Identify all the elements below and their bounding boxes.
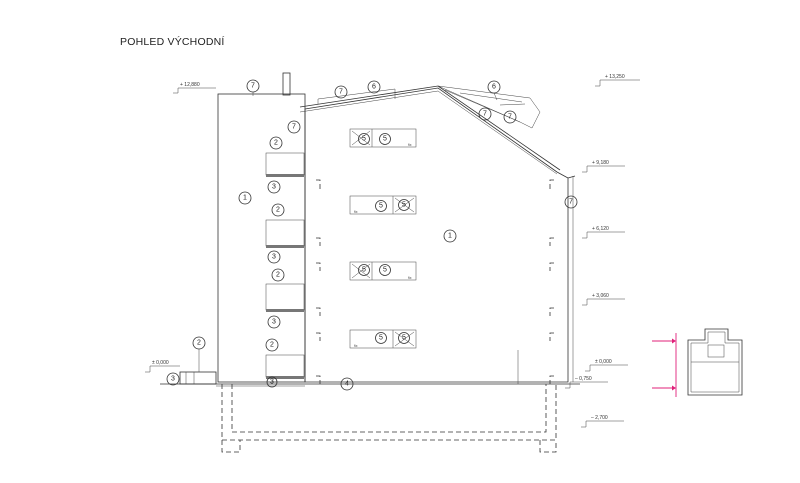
key-plan — [687, 328, 743, 396]
basement-outline — [221, 384, 557, 453]
svg-text:7: 7 — [569, 199, 573, 206]
roof-skylight — [437, 85, 541, 129]
window-row-3: fix — [349, 195, 417, 215]
svg-text:+ 12,880: + 12,880 — [180, 82, 200, 88]
level-marker-13250: + 13,250 — [595, 74, 640, 87]
main-wall-volume — [304, 87, 569, 383]
svg-text:3: 3 — [171, 376, 175, 383]
drawing-title: POHLED VÝCHODNÍ — [120, 35, 225, 48]
svg-text:± 0,000: ± 0,000 — [595, 359, 612, 365]
svg-text:3: 3 — [272, 184, 276, 191]
level-marker-0000-right: ± 0,000 — [585, 359, 628, 372]
balcony-1 — [265, 354, 305, 379]
svg-text:+ 13,250: + 13,250 — [605, 74, 625, 80]
svg-text:3: 3 — [272, 319, 276, 326]
level-marker-minus2700: – 2,700 — [581, 415, 624, 428]
svg-text:5: 5 — [362, 267, 366, 274]
svg-text:5: 5 — [383, 136, 387, 143]
svg-text:5: 5 — [362, 136, 366, 143]
svg-text:3: 3 — [272, 254, 276, 261]
svg-text:2: 2 — [270, 342, 274, 349]
window-row-1: fix — [349, 329, 417, 349]
svg-text:4: 4 — [345, 381, 349, 388]
svg-text:2: 2 — [276, 207, 280, 214]
svg-text:– 2,700: – 2,700 — [591, 415, 608, 421]
svg-text:1: 1 — [243, 195, 247, 202]
roof-edge — [299, 85, 561, 171]
svg-text:7: 7 — [339, 89, 343, 96]
svg-text:– 0,750: – 0,750 — [575, 376, 592, 382]
svg-text:5: 5 — [402, 335, 406, 342]
svg-text:fix: fix — [408, 276, 412, 280]
svg-text:7: 7 — [508, 114, 512, 121]
window-row-4: fix — [349, 128, 417, 148]
svg-text:+ 3,060: + 3,060 — [592, 293, 609, 299]
balcony-2 — [265, 283, 305, 312]
svg-text:5: 5 — [402, 202, 406, 209]
floor-marks — [316, 179, 554, 384]
svg-text:fix: fix — [408, 143, 412, 147]
svg-text:7: 7 — [483, 111, 487, 118]
svg-text:3: 3 — [270, 379, 274, 386]
svg-text:fix: fix — [354, 210, 358, 214]
svg-text:5: 5 — [379, 203, 383, 210]
level-marker-minus0750: – 0,750 — [565, 376, 608, 389]
svg-text:+ 6,120: + 6,120 — [592, 226, 609, 232]
view-direction-arrows — [652, 333, 677, 397]
svg-text:7: 7 — [251, 83, 255, 90]
svg-text:+ 9,180: + 9,180 — [592, 160, 609, 166]
svg-text:6: 6 — [372, 84, 376, 91]
chimney — [282, 72, 291, 96]
level-marker-9180: + 9,180 — [582, 160, 625, 173]
left-wall-volume — [217, 93, 306, 383]
material-tags: 7 1 2 3 2 3 2 3 2 3 2 3 7 7 6 6 7 7 7 1 … — [166, 79, 578, 391]
level-marker-0000-left: ± 0,000 — [145, 360, 180, 373]
svg-text:1: 1 — [448, 233, 452, 240]
svg-text:2: 2 — [274, 140, 278, 147]
svg-text:5: 5 — [379, 335, 383, 342]
level-marker-6120: + 6,120 — [582, 226, 625, 239]
balcony-3 — [265, 219, 305, 248]
svg-text:fix: fix — [354, 344, 358, 348]
svg-text:7: 7 — [292, 124, 296, 131]
svg-text:2: 2 — [197, 340, 201, 347]
svg-text:5: 5 — [383, 267, 387, 274]
svg-text:± 0,000: ± 0,000 — [152, 360, 169, 366]
balcony-4 — [265, 152, 305, 177]
window-row-2: fix — [349, 261, 417, 281]
level-marker-12880: + 12,880 — [173, 82, 216, 94]
svg-text:2: 2 — [276, 272, 280, 279]
entrance-annex — [179, 371, 217, 385]
level-marker-3060: + 3,060 — [582, 293, 625, 306]
roof-railing — [317, 88, 396, 100]
svg-text:6: 6 — [492, 84, 496, 91]
